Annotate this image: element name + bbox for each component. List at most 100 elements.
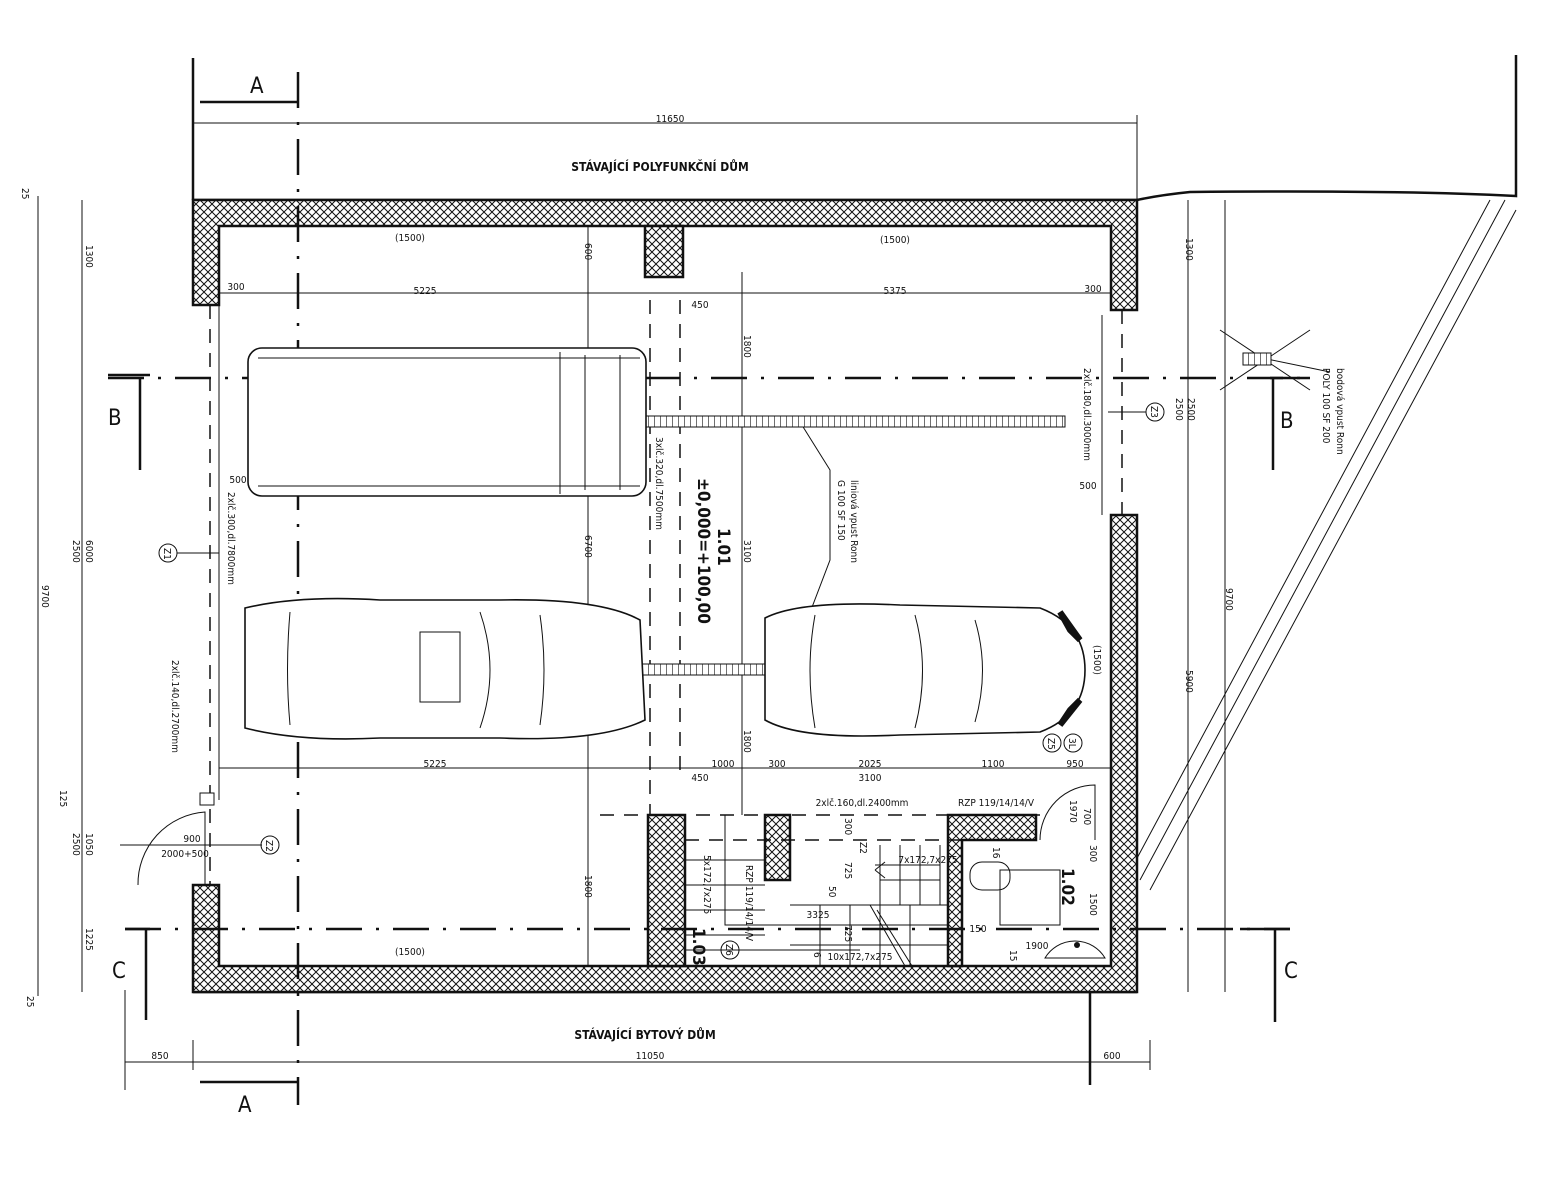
lintel-note: 3xlč.320,dl.7500mm [653,437,665,530]
dim: 15 [1007,950,1018,961]
lintel-note: 2xlč.140,dl.2700mm [169,660,181,753]
dim: 9700 [1223,588,1234,611]
slope-note: (1500) [1091,645,1102,675]
dim: 600 [582,243,593,260]
dim: 1225 [83,928,94,951]
marker-z2: Z2 [260,835,280,855]
marker-label: Z2 [263,840,274,852]
dim: 725 [842,862,853,879]
point-drain-note: POLY 100 SF 200 [1320,368,1331,444]
walls [191,198,1139,994]
dim: 300 [842,818,853,835]
car-van [247,347,647,497]
dim: 25 [19,188,30,199]
entry-door[interactable] [137,792,215,886]
dim: 1100 [982,759,1005,770]
dim: 500 [229,475,246,486]
shower-icon [1044,940,1106,959]
dim: 5900 [1183,670,1194,693]
marker-z1: Z1 [158,543,219,563]
dim-bottom-right: 600 [1103,1051,1120,1062]
dim: 16 [990,847,1001,859]
dim: 450 [691,300,708,311]
dim: 2500 [1185,398,1196,421]
dim: 700 [1081,808,1092,825]
dim-right-column: 1300 2500 2500 9700 5900 [1173,238,1234,693]
dim: 1900 [1026,941,1049,952]
dim-bottom-total: 11050 [636,1051,665,1062]
dim: 5225 [414,286,437,297]
room-number-wc: 1.02 [1057,868,1077,906]
section-b-left: B [108,406,122,431]
linear-drain-note: liniová vpust Ronn [848,480,860,563]
stair-note: 10x172,7x275 [827,952,892,963]
section-b-right: B [1280,409,1294,434]
door-width: 900 [183,834,200,845]
section-lines [108,72,1310,1105]
stair-dimensions: 300 725 50 3325 725 6 16 15 150 1900 700… [807,800,1098,961]
dim: 1300 [1183,238,1194,261]
dim-top-total: 11650 [656,114,685,125]
dim-upper-row: 300 5225 450 5375 300 [227,282,1101,311]
car-coupe [764,603,1086,737]
dim: 9700 [39,585,50,608]
dim: 6 [811,952,822,958]
dim: 2025 [859,759,882,770]
wc-door[interactable] [1039,784,1096,841]
point-drain-icon [1219,329,1311,391]
dim: 25 [24,996,35,1007]
marker-label: Z5 [1045,738,1056,750]
dim: 300 [1084,284,1101,295]
building-label-bottom: STÁVAJÍCÍ BYTOVÝ DŮM [574,1027,715,1042]
stair-label: Z2 [857,842,868,854]
dim: 6700 [582,535,593,558]
dim: 950 [1066,759,1083,770]
section-c-right: C [1284,959,1298,984]
building-label-top: STÁVAJÍCÍ POLYFUNKČNÍ DŮM [571,159,749,174]
dim-lower-row: 5225 1000 300 2025 1100 950 450 3100 [424,759,1084,784]
dim: 1800 [741,730,752,753]
dim: 300 [227,282,244,293]
dim-interior: 600 6700 1800 1800 3100 1800 [582,243,752,898]
dim: 5375 [884,286,907,297]
dim: 1500 [1087,893,1098,916]
slope-note: (1500) [395,947,425,958]
dim: 1800 [582,875,593,898]
section-a-top: A [250,74,264,99]
marker-3l: 3L [1063,733,1083,753]
rzp-note: RZP 119/14/14/V [958,798,1035,809]
dim: 1300 [83,245,94,268]
section-c-left: C [112,959,126,984]
lintel-note: 2xlč.300,dl.7800mm [225,492,237,585]
section-a-bottom: A [238,1093,252,1118]
car-sedan [244,597,646,740]
rzp-note: RZP 119/14/14/V [743,865,754,942]
dim: 1800 [741,335,752,358]
staircase [600,814,1040,967]
stair-note: 7x172,7x275 [898,855,957,866]
dim: 725 [842,925,853,942]
slope-note: (1500) [880,235,910,246]
toilet-icon [969,861,1061,926]
dim: 450 [691,773,708,784]
lintel-note: 2xlč.180,dl.3000mm [1081,368,1093,461]
lintel-note: 2xlč.160,dl.2400mm [816,797,909,809]
dim-left-column: 25 1300 6000 2500 9700 125 1050 2500 122… [19,188,94,1007]
dim: 300 [1087,845,1098,862]
garage-level: ±0,000=+100,00 [693,478,713,624]
dim: 1970 [1067,800,1078,823]
slope-note: (1500) [395,233,425,244]
dim: 5225 [424,759,447,770]
dim: 3100 [741,540,752,563]
marker-label: Z3 [1148,406,1159,418]
marker-label: 3L [1066,738,1077,749]
dim: 2500 [1173,398,1184,421]
dim: 1050 [83,833,94,856]
dim-bottom-left: 850 [151,1051,168,1062]
marker-label: Z1 [161,548,172,560]
marker-z3: Z3 [1108,402,1165,422]
dim: 6000 [83,540,94,563]
dim: 1000 [712,759,735,770]
dim: 125 [57,790,68,807]
